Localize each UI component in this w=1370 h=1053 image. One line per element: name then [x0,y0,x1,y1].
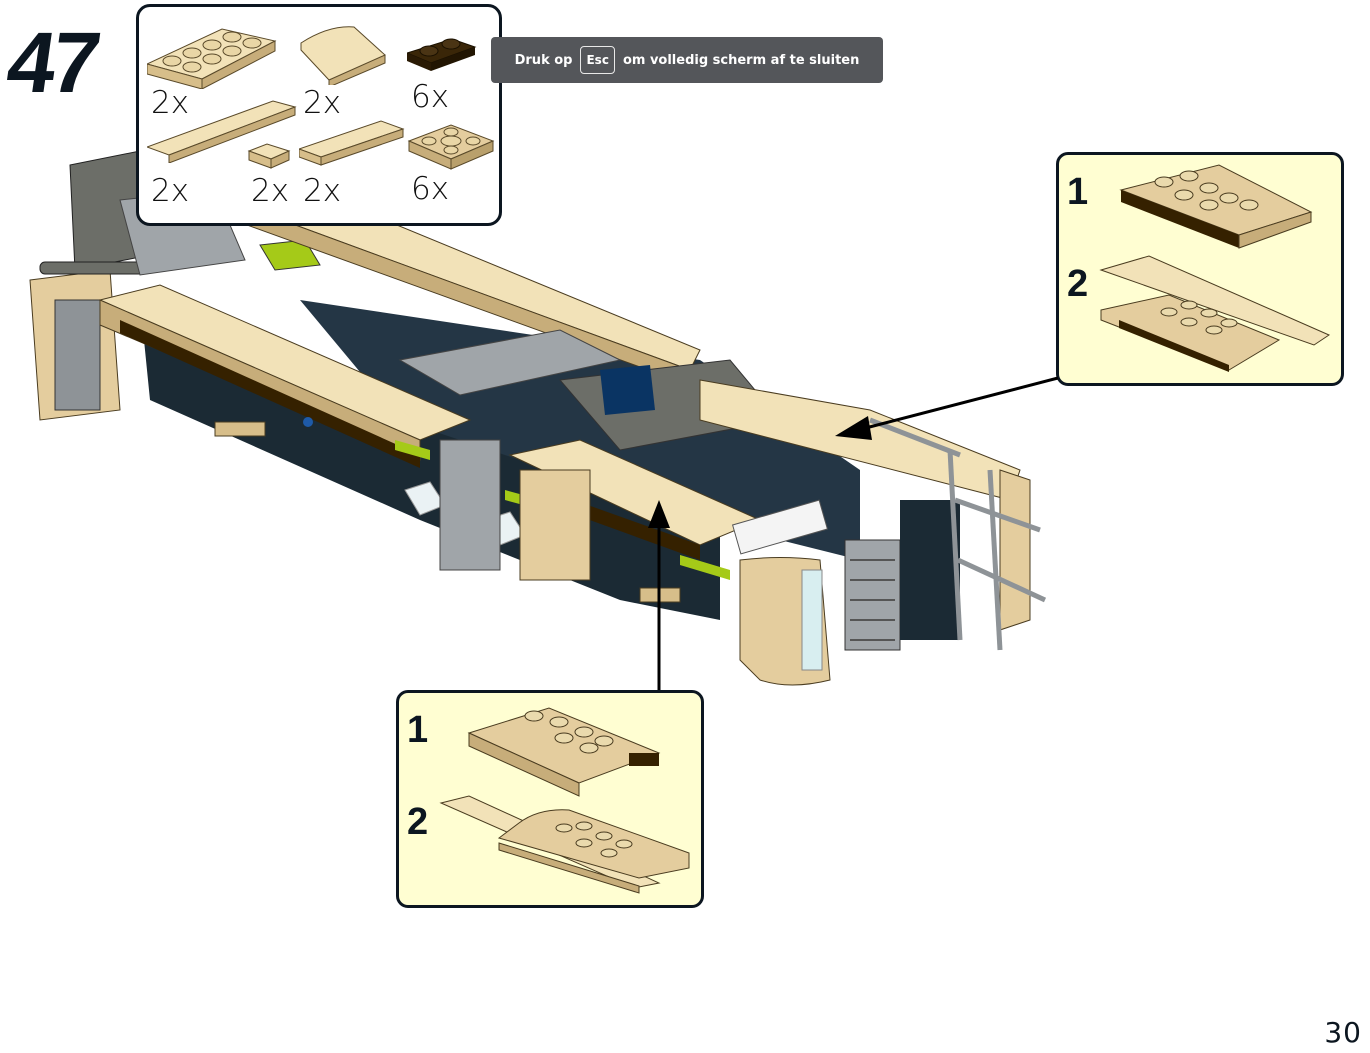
callout-step-2: 2 [407,801,429,843]
callout-right-assembly [1099,164,1331,372]
left-brown-strip [120,320,420,468]
parts-list-box: 2x 2x 6x 2x 2x 2x 6x [136,4,502,226]
part-quantity: 2x [303,173,342,209]
axle-front [639,587,681,603]
lime-strip-front [680,555,730,580]
exit-fullscreen-toast: Druk op Esc om volledig scherm af te slu… [491,37,883,83]
part-dark-brown-plate-1x2 [407,38,477,71]
callout-bottom: 1 2 [396,690,704,908]
axle-left [214,421,266,437]
front-headlight [801,569,823,671]
rear-bar [39,261,151,275]
callout-step-1: 1 [407,709,429,751]
dark-blue-bricks [600,365,655,415]
part-quantity: 6x [411,79,450,115]
blue-pin [303,417,313,427]
lime-strip-left [395,440,430,460]
part-quantity: 2x [151,173,190,209]
white-tile [731,499,829,555]
front-black-block [900,500,960,640]
gray-support [439,439,501,571]
toast-suffix: om volledig scherm af te sluiten [622,52,860,68]
part-quantity: 6x [411,171,450,207]
page-number: 30 [1324,1016,1362,1049]
part-tan-tile-1x6 [147,100,297,163]
callout-step-1: 1 [1067,171,1089,213]
part-tan-jumper-plate-2x2 [407,124,495,170]
callout-right: 1 2 [1056,152,1344,386]
lime-plate [259,239,321,271]
part-quantity: 2x [251,173,290,209]
part-tan-tile-1x1 [247,143,291,169]
tan-support [519,469,591,581]
part-quantity: 2x [151,85,190,121]
part-tan-curved-slope-2x2 [300,26,386,85]
toast-prefix: Druk op [514,52,573,68]
part-quantity: 2x [303,85,342,121]
part-tan-tile-1x4 [299,120,405,166]
front-tan-wall [999,469,1031,631]
part-tan-plate-2x4 [147,28,277,89]
front-grille [844,539,901,651]
rear-gray-frame [54,299,101,411]
callout-bottom-assembly [439,707,690,894]
callout-step-2: 2 [1067,263,1089,305]
esc-key-hint[interactable]: Esc [580,46,615,74]
gray-crossplate [398,329,622,396]
